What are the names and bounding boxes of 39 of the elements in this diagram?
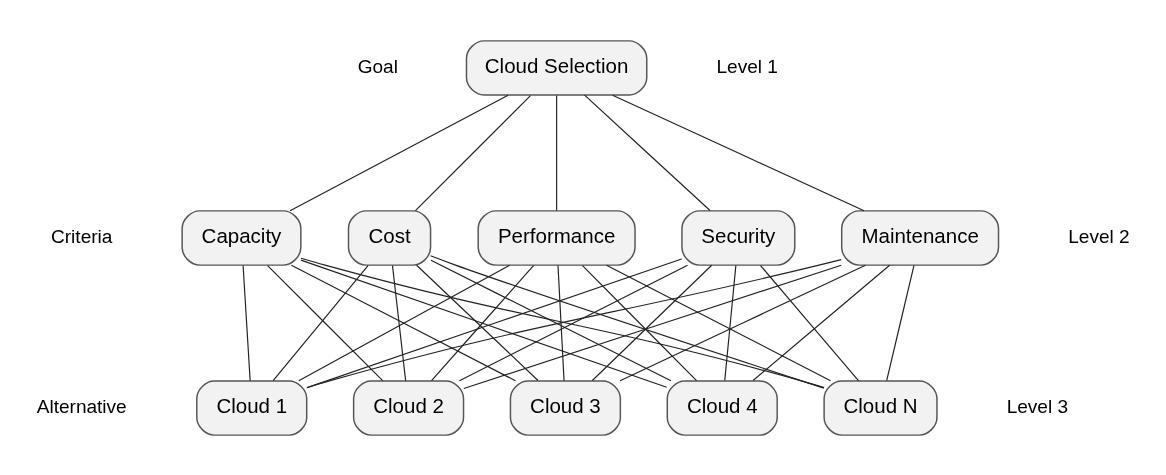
connector xyxy=(886,264,915,381)
label: Alternative xyxy=(36,395,127,417)
connector xyxy=(581,264,698,381)
connector xyxy=(724,264,737,381)
connector xyxy=(272,264,369,381)
connector xyxy=(463,264,842,389)
node-box: Cloud 2 xyxy=(352,379,465,436)
connector xyxy=(414,94,532,211)
label: Level 2 xyxy=(1068,225,1130,247)
node-box: Performance xyxy=(477,209,636,266)
label: Goal xyxy=(357,55,398,77)
node-box: Cloud Selection xyxy=(465,39,648,96)
node-box: Cloud 3 xyxy=(509,379,622,436)
connector xyxy=(458,264,689,381)
connector xyxy=(267,264,384,381)
node-box: Cloud 4 xyxy=(666,379,778,436)
connector xyxy=(591,264,713,381)
node-box: Maintenance xyxy=(840,209,1000,266)
connector xyxy=(430,259,672,381)
connector xyxy=(242,264,251,381)
connector xyxy=(612,94,865,211)
label: Criteria xyxy=(51,225,113,247)
connector xyxy=(619,264,867,381)
node-box: Cost xyxy=(347,209,432,266)
connector xyxy=(391,264,407,381)
connector xyxy=(557,264,565,381)
label: Level 1 xyxy=(716,55,778,77)
connector xyxy=(752,264,891,381)
connector xyxy=(584,94,711,211)
label: Level 3 xyxy=(1006,395,1069,417)
connector xyxy=(289,94,509,211)
connector xyxy=(605,264,832,381)
connector xyxy=(430,254,825,389)
node-box: Cloud 1 xyxy=(196,379,308,436)
connector xyxy=(556,94,558,211)
node-box: Security xyxy=(681,209,796,266)
node-box: Cloud N xyxy=(823,379,938,436)
connector xyxy=(760,264,860,381)
node-box: Capacity xyxy=(181,209,302,266)
